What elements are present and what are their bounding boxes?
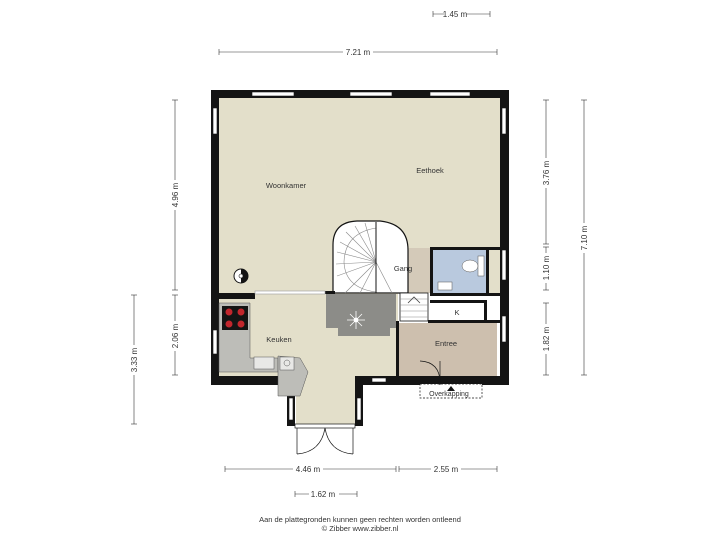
dim-right-upper: 3.76 m — [542, 160, 551, 185]
stove-icon — [222, 306, 248, 330]
bay-floor — [296, 376, 355, 426]
entry-arrow-icon — [447, 386, 455, 391]
kitchen-island — [326, 294, 396, 336]
kitchen-fixtures — [218, 294, 396, 397]
room-label-canopy: Overkapping — [429, 391, 469, 398]
dimension-labels: 1.45 m 7.21 m 4.96 m 2.06 m 3.33 m 3.76 … — [128, 9, 590, 499]
dim-right-lower: 1.82 m — [542, 326, 551, 351]
room-label-kitchen: Keuken — [266, 335, 291, 344]
room-label-hall: Gang — [394, 264, 412, 273]
toilet-icon — [437, 255, 485, 291]
sink-icon — [253, 356, 295, 371]
dim-bottom-small: 1.62 m — [311, 490, 336, 499]
dim-left-upper: 4.96 m — [171, 182, 180, 207]
dim-left-outer: 3.33 m — [130, 347, 139, 372]
garden-doors — [294, 423, 356, 455]
room-label-dining: Eethoek — [416, 166, 444, 175]
closet-floor — [432, 303, 484, 320]
dim-bottom-right: 2.55 m — [434, 465, 459, 474]
entrance-steps — [399, 292, 429, 322]
dim-bottom-left: 4.46 m — [296, 465, 321, 474]
entrance-floor — [398, 323, 497, 376]
dim-right-mid: 1.10 m — [542, 255, 551, 280]
disclaimer-text: Aan de plattegronden kunnen geen rechten… — [259, 515, 461, 524]
dim-top-small: 1.45 m — [443, 10, 468, 19]
front-door — [419, 360, 483, 399]
room-label-living: Woonkamer — [266, 181, 307, 190]
windows — [212, 91, 507, 421]
staircase-icon — [332, 220, 409, 294]
copyright-text: © Zibber www.zibber.nl — [321, 524, 399, 533]
dim-right-total: 7.10 m — [580, 225, 589, 250]
room-label-entrance: Entree — [435, 339, 457, 348]
compass-icon — [233, 268, 249, 284]
dim-top-width: 7.21 m — [346, 48, 371, 57]
pendant-light-icon — [347, 311, 365, 329]
room-label-closet: K — [454, 308, 459, 317]
dim-left-mid: 2.06 m — [171, 323, 180, 348]
